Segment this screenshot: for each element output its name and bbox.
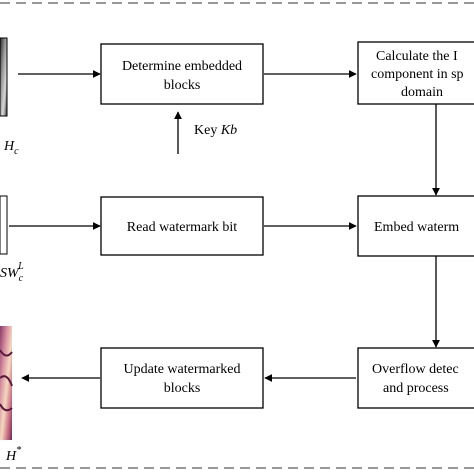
overflow-line2: and process <box>383 381 449 396</box>
output-image <box>0 326 13 440</box>
host-image <box>0 37 8 117</box>
update-line1: Update watermarked <box>124 362 241 377</box>
embed-watermark-box: Embed waterm <box>357 195 474 257</box>
determine-line2: blocks <box>164 78 201 93</box>
determine-line1: Determine embedded <box>122 59 242 74</box>
read-watermark-bit-box: Read watermark bit <box>100 196 264 256</box>
watermark-image-label: SWcL <box>0 261 24 284</box>
overflow-detection-box: Overflow detec and process <box>357 347 474 409</box>
update-watermarked-blocks-box: Update watermarked blocks <box>100 347 264 409</box>
key-label: Key Kb <box>194 123 237 138</box>
watermark-image <box>0 195 8 255</box>
calculate-line2: component in sp <box>371 67 464 82</box>
calculate-component-box: Calculate the I component in sp domain <box>357 41 474 105</box>
update-line2: blocks <box>164 381 201 396</box>
calculate-line3: domain <box>401 85 443 100</box>
overflow-line1: Overflow detec <box>372 362 459 377</box>
determine-embedded-blocks-box: Determine embedded blocks <box>100 43 264 105</box>
embed-line1: Embed waterm <box>374 220 459 235</box>
host-image-label: Hc <box>3 139 19 157</box>
read-line1: Read watermark bit <box>127 220 238 235</box>
calculate-line1: Calculate the I <box>376 49 458 64</box>
output-image-label: H* <box>5 445 21 464</box>
